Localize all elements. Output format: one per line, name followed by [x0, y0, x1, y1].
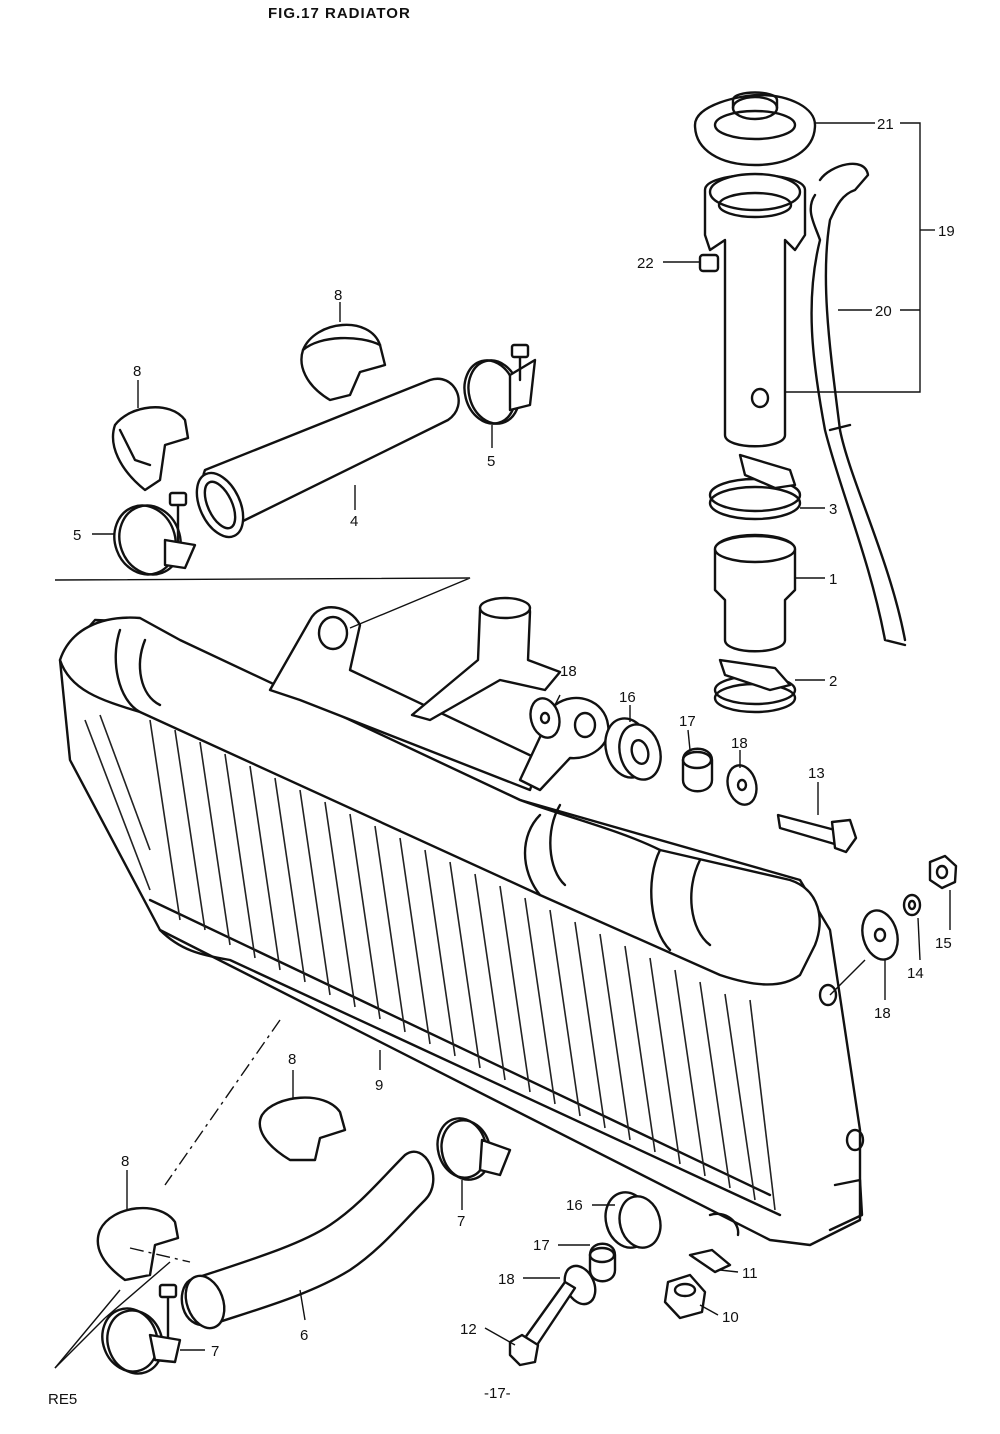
bolt-13: [776, 813, 858, 854]
collar-17-a: [681, 747, 714, 793]
callout-7-lower: 7: [211, 1343, 219, 1360]
page-number: -17-: [484, 1385, 511, 1402]
figure-title: FIG.17 RADIATOR: [268, 5, 411, 22]
callout-17-a: 17: [679, 713, 696, 730]
hose-clamp-2: [713, 658, 797, 714]
hose-clamp-7-lower: [101, 1283, 182, 1375]
washer-18-b: [726, 764, 758, 806]
callout-18-a: 18: [560, 663, 577, 680]
callout-11: 11: [742, 1265, 758, 1282]
callout-22: 22: [637, 255, 654, 272]
filler-neck: [703, 172, 807, 448]
clip-11: [688, 1248, 732, 1274]
callout-16-a: 16: [619, 689, 636, 706]
grommet-16-b: [604, 1191, 662, 1249]
callout-8-lower-left: 8: [121, 1153, 129, 1170]
callout-18-c: 18: [874, 1005, 891, 1022]
callout-5-upper: 5: [487, 453, 495, 470]
washer-18-a: [529, 697, 561, 739]
hose-clamp-3: [708, 453, 802, 521]
hose-clamp-7-upper: [436, 1117, 512, 1181]
callout-10: 10: [722, 1309, 739, 1326]
callout-14: 14: [907, 965, 924, 982]
hose-cover-8-upper: [300, 323, 387, 402]
callout-5-left: 5: [73, 527, 81, 544]
clip-22: [698, 253, 720, 273]
callout-16-b: 16: [566, 1197, 583, 1214]
callout-20: 20: [875, 303, 892, 320]
hose-cover-8-lower-right: [258, 1096, 347, 1162]
callout-21: 21: [877, 116, 894, 133]
bolt-12: [508, 1280, 577, 1367]
callout-15: 15: [935, 935, 952, 952]
callout-9: 9: [375, 1077, 383, 1094]
callout-19: 19: [938, 223, 955, 240]
grommet-16-a: [604, 717, 662, 781]
hose-cover-8-left: [111, 406, 190, 492]
hose-cover-8-lower-left: [96, 1206, 180, 1282]
lower-hose-6: [180, 1150, 435, 1330]
callout-8-left: 8: [133, 363, 141, 380]
callout-18-b: 18: [731, 735, 748, 752]
hose-clamp-5-left: [113, 491, 197, 576]
page-code: RE5: [48, 1391, 77, 1408]
callout-18-d: 18: [498, 1271, 515, 1288]
callout-numbers: 21 19 22 20 8 8 5 5 4 3 1 2 18 16 17 18 …: [73, 116, 955, 1360]
cooling-fins: [84, 714, 776, 1211]
upper-hose-4: [195, 377, 460, 539]
callout-3: 3: [829, 501, 837, 518]
callout-8-lower-right: 8: [288, 1051, 296, 1068]
radiator-core: [58, 596, 865, 1247]
hose-clamp-5-upper: [463, 343, 537, 425]
nut-15: [928, 854, 958, 890]
callout-2: 2: [829, 673, 837, 690]
callout-4: 4: [350, 513, 358, 530]
callout-7-upper: 7: [457, 1213, 465, 1230]
callout-1: 1: [829, 571, 837, 588]
callout-13: 13: [808, 765, 825, 782]
radiator-cap: [693, 91, 817, 167]
callout-6: 6: [300, 1327, 308, 1344]
collar-17-b: [588, 1242, 617, 1283]
callout-12: 12: [460, 1321, 477, 1338]
overflow-hose: [809, 162, 907, 647]
callout-8-upper: 8: [334, 287, 342, 304]
leader-lines: [92, 122, 951, 1351]
lock-washer-14: [902, 893, 922, 917]
washer-18-c: [861, 909, 899, 961]
callout-17-b: 17: [533, 1237, 550, 1254]
drain-plug-10: [663, 1273, 707, 1320]
hose-1: [713, 533, 797, 653]
